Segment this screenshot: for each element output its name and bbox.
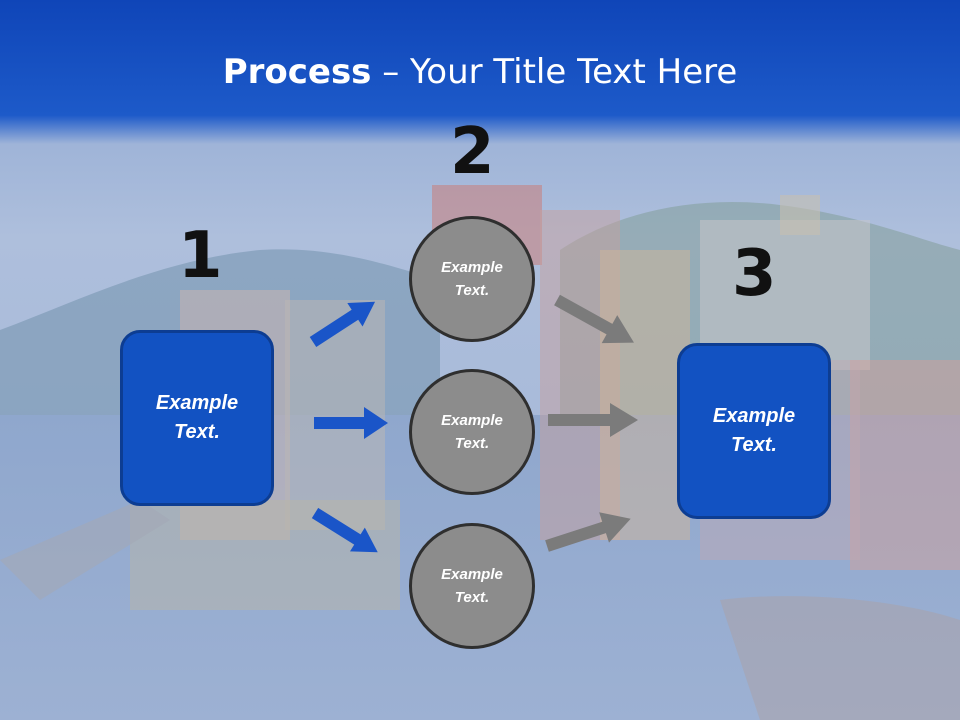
blue-arrow-down — [311, 507, 378, 553]
blue-arrow-up — [309, 301, 376, 348]
step3-box: Example Text. — [677, 343, 831, 519]
step3-box-text: Example Text. — [712, 405, 796, 456]
title-bold-text: Process — [222, 52, 372, 92]
gray-arrow-top — [554, 294, 634, 344]
step1-box-text: Example Text. — [155, 392, 239, 443]
step2-circle-bottom-text: Example Text. — [441, 566, 503, 606]
step2-circle-middle-text: Example Text. — [441, 412, 503, 452]
step2-circle-top: Example Text. — [409, 216, 535, 342]
slide-title: Process – Your Title Text Here — [0, 52, 960, 92]
step-number-3: 3 — [732, 237, 777, 311]
title-rest-text: – Your Title Text Here — [371, 52, 738, 92]
step1-box: Example Text. — [120, 330, 274, 506]
gray-arrow-bottom — [545, 512, 631, 552]
step2-circle-bottom: Example Text. — [409, 523, 535, 649]
step2-circle-middle: Example Text. — [409, 369, 535, 495]
gray-arrow-middle — [548, 403, 638, 437]
step-number-2: 2 — [450, 115, 495, 189]
step-number-1: 1 — [178, 219, 223, 293]
step2-circle-top-text: Example Text. — [441, 259, 503, 299]
blue-arrow-middle — [314, 407, 388, 439]
